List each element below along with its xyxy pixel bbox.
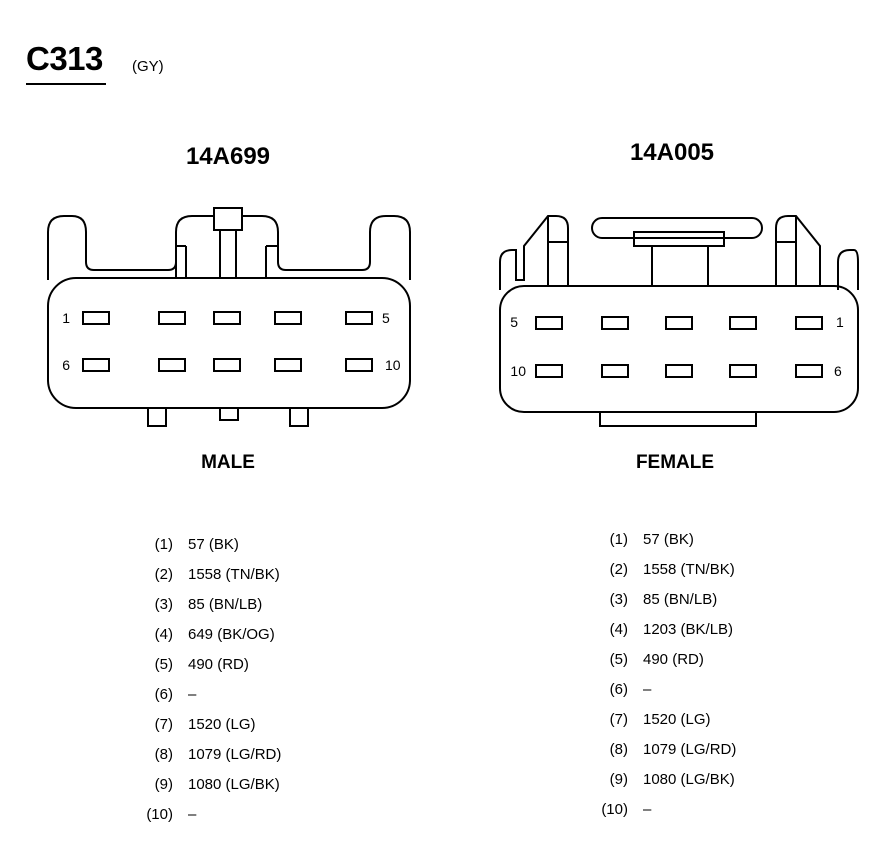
- pin-wire: 57 (BK): [643, 531, 694, 548]
- pin-number: (6): [609, 681, 628, 698]
- pin-wire: –: [643, 801, 652, 818]
- pin-number: (5): [154, 656, 173, 673]
- female-body: [499, 285, 859, 413]
- female-pin-cavity: [795, 316, 823, 330]
- pin-number: (10): [601, 801, 628, 818]
- pin-wire: 85 (BN/LB): [188, 596, 263, 613]
- female-face-label-top-right: 1: [836, 314, 844, 330]
- male-pin-cavity: [213, 358, 241, 372]
- pin-wire: 1079 (LG/RD): [188, 746, 282, 763]
- pin-number: (7): [154, 716, 173, 733]
- pin-wire: 490 (RD): [643, 651, 704, 668]
- male-post-left: [147, 408, 167, 427]
- male-part-number: 14A699: [186, 143, 270, 170]
- male-face-label-top-right: 5: [382, 310, 390, 326]
- male-pin-cavity: [345, 358, 373, 372]
- female-top-shroud: [499, 215, 569, 290]
- pin-number: (9): [609, 771, 628, 788]
- pin-wire: –: [643, 681, 652, 698]
- male-pin-cavity: [213, 311, 241, 325]
- male-face-label-bottom-left: 6: [62, 357, 70, 373]
- pin-number: (8): [154, 746, 173, 763]
- female-pin-cavity: [601, 316, 629, 330]
- pin-wire: 85 (BN/LB): [643, 591, 718, 608]
- female-latch: [591, 217, 763, 239]
- female-face-label-bottom-right: 6: [834, 363, 842, 379]
- pin-wire: 1080 (LG/BK): [643, 771, 735, 788]
- female-type-label: FEMALE: [636, 452, 714, 473]
- female-pin-cavity: [665, 364, 693, 378]
- connector-color: (GY): [132, 58, 164, 75]
- male-pin-cavity: [274, 358, 302, 372]
- pin-wire: 57 (BK): [188, 536, 239, 553]
- pin-wire: 1203 (BK/LB): [643, 621, 734, 638]
- pin-number: (8): [609, 741, 628, 758]
- pin-wire: 1558 (TN/BK): [188, 566, 280, 583]
- pin-number: (3): [609, 591, 628, 608]
- pin-wire: –: [188, 686, 197, 703]
- connector-id: C313: [26, 40, 103, 77]
- pin-number: (7): [609, 711, 628, 728]
- female-bottom-rib: [599, 412, 757, 427]
- male-type-label: MALE: [201, 452, 255, 473]
- female-pin-cavity: [665, 316, 693, 330]
- pin-number: (9): [154, 776, 173, 793]
- female-face-label-bottom-left: 10: [510, 363, 526, 379]
- pin-number: (1): [154, 536, 173, 553]
- female-face-label-top-left: 5: [510, 314, 518, 330]
- male-latch: [213, 207, 243, 231]
- female-connector: 14A005 5 1 10 6 FEMALE: [499, 139, 859, 473]
- male-pin-cavity: [345, 311, 373, 325]
- male-post-right: [289, 408, 309, 427]
- pin-wire: 1520 (LG): [643, 711, 711, 728]
- male-connector: 14A699 1 5 6 10 MALE: [47, 143, 411, 473]
- pin-wire: 649 (BK/OG): [188, 626, 275, 643]
- pin-wire: 1520 (LG): [188, 716, 256, 733]
- pin-wire: 1079 (LG/RD): [643, 741, 737, 758]
- pin-wire: 1080 (LG/BK): [188, 776, 280, 793]
- pin-number: (3): [154, 596, 173, 613]
- female-pin-cavity: [535, 364, 563, 378]
- pin-number: (6): [154, 686, 173, 703]
- pin-wire: 1558 (TN/BK): [643, 561, 735, 578]
- male-pin-cavity: [82, 358, 110, 372]
- pin-wire: –: [188, 806, 197, 823]
- male-body: [47, 277, 411, 409]
- male-face-label-bottom-right: 10: [385, 357, 401, 373]
- pin-number: (4): [154, 626, 173, 643]
- pin-number: (2): [154, 566, 173, 583]
- female-pin-cavity: [795, 364, 823, 378]
- female-pin-cavity: [729, 364, 757, 378]
- female-pin-cavity: [729, 316, 757, 330]
- pin-number: (1): [609, 531, 628, 548]
- male-face-label-top-left: 1: [62, 310, 70, 326]
- male-pin-cavity: [158, 358, 186, 372]
- male-post-center: [219, 408, 239, 421]
- connector-id-underline: [26, 83, 106, 85]
- pin-number: (5): [609, 651, 628, 668]
- pin-number: (10): [146, 806, 173, 823]
- male-top-shroud: [47, 207, 411, 280]
- female-pin-cavity: [535, 316, 563, 330]
- pin-wire: 490 (RD): [188, 656, 249, 673]
- male-pin-cavity: [274, 311, 302, 325]
- pin-number: (2): [609, 561, 628, 578]
- male-pin-cavity: [82, 311, 110, 325]
- pin-number: (4): [609, 621, 628, 638]
- male-pin-cavity: [158, 311, 186, 325]
- female-pin-cavity: [601, 364, 629, 378]
- female-part-number: 14A005: [630, 139, 714, 166]
